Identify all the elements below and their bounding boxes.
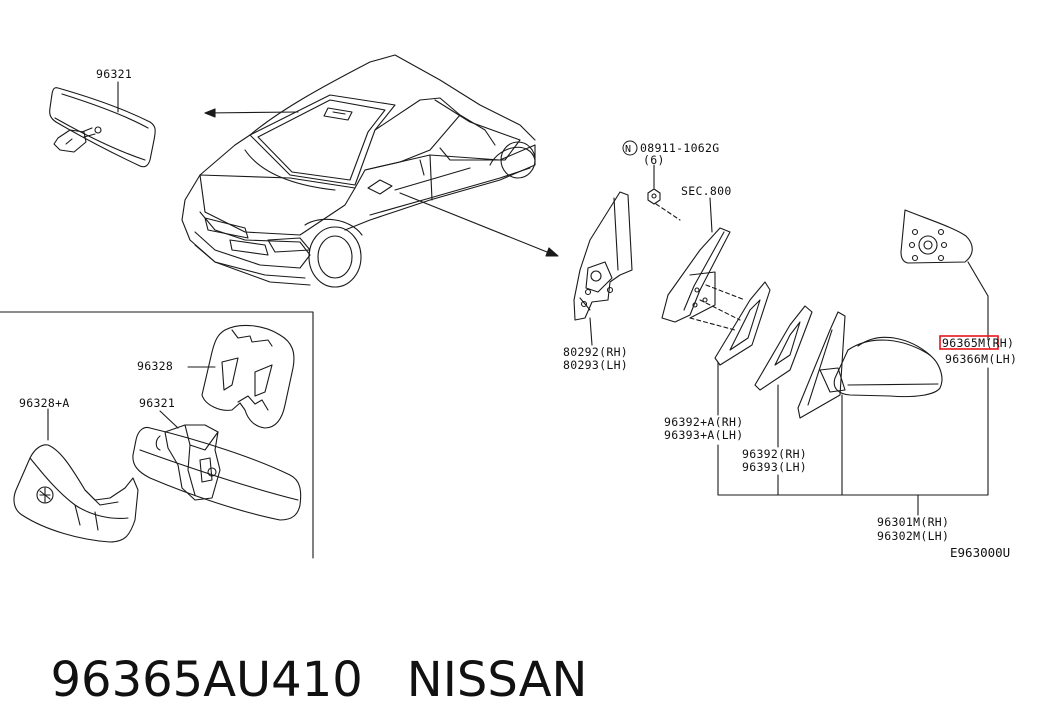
arrowhead-mirror [204,108,216,118]
label-96328: 96328 [137,359,173,373]
callout-arrow-door-mirror [399,192,553,255]
label-96365m: 96365M(RH) [942,336,1014,350]
label-96366m: 96366M(LH) [945,352,1017,366]
door-mirror-assembly-96301m [797,311,943,419]
label-96393a: 96393+A(LH) [664,428,743,442]
label-96321-inset: 96321 [139,396,175,410]
mirror-base-80292 [573,191,633,321]
mirror-cover-96328 [201,324,295,429]
highlight-box [939,335,999,350]
callout-arrow-mirror [204,111,299,114]
label-08911: 08911-1062G [640,141,719,155]
inset-box [0,311,314,559]
label-sec800: SEC.800 [681,184,732,198]
label-96301m: 96301M(RH) [877,515,949,529]
label-96302m: 96302M(LH) [877,529,949,543]
mirror-cover-96328a [13,444,139,543]
rearview-mirror-inset-96321 [132,424,302,521]
label-96321-top: 96321 [96,67,132,81]
car-illustration [181,54,536,288]
group-bracket-96301m [717,367,989,496]
n-circle-icon [622,140,638,156]
part-caption: 96365AU410 NISSAN [20,596,588,708]
label-08911-n: N [625,144,631,155]
rearview-mirror-96321 [49,87,156,168]
label-96393: 96393(LH) [742,460,807,474]
label-80293: 80293(LH) [563,358,628,372]
cover-96392 [754,305,813,391]
label-96392a: 96392+A(RH) [664,415,743,429]
arrowhead-door-mirror [545,247,559,257]
label-96328a: 96328+A [19,396,70,410]
nut-08911 [647,188,661,205]
gasket-96392a [714,281,771,366]
parts-diagram: 96321 96328 96328+A 96321 N 08911-1062G … [0,54,1017,560]
mirror-glass-96365m [900,209,973,264]
door-glass-frame-sec800 [661,227,731,323]
label-80292: 80292(RH) [563,345,628,359]
figure-reference: E963000U [950,545,1010,560]
label-96392: 96392(RH) [742,447,807,461]
label-08911-qty: (6) [643,153,665,167]
part-number: 96365AU410 [50,652,363,708]
brand-name: NISSAN [406,652,588,708]
